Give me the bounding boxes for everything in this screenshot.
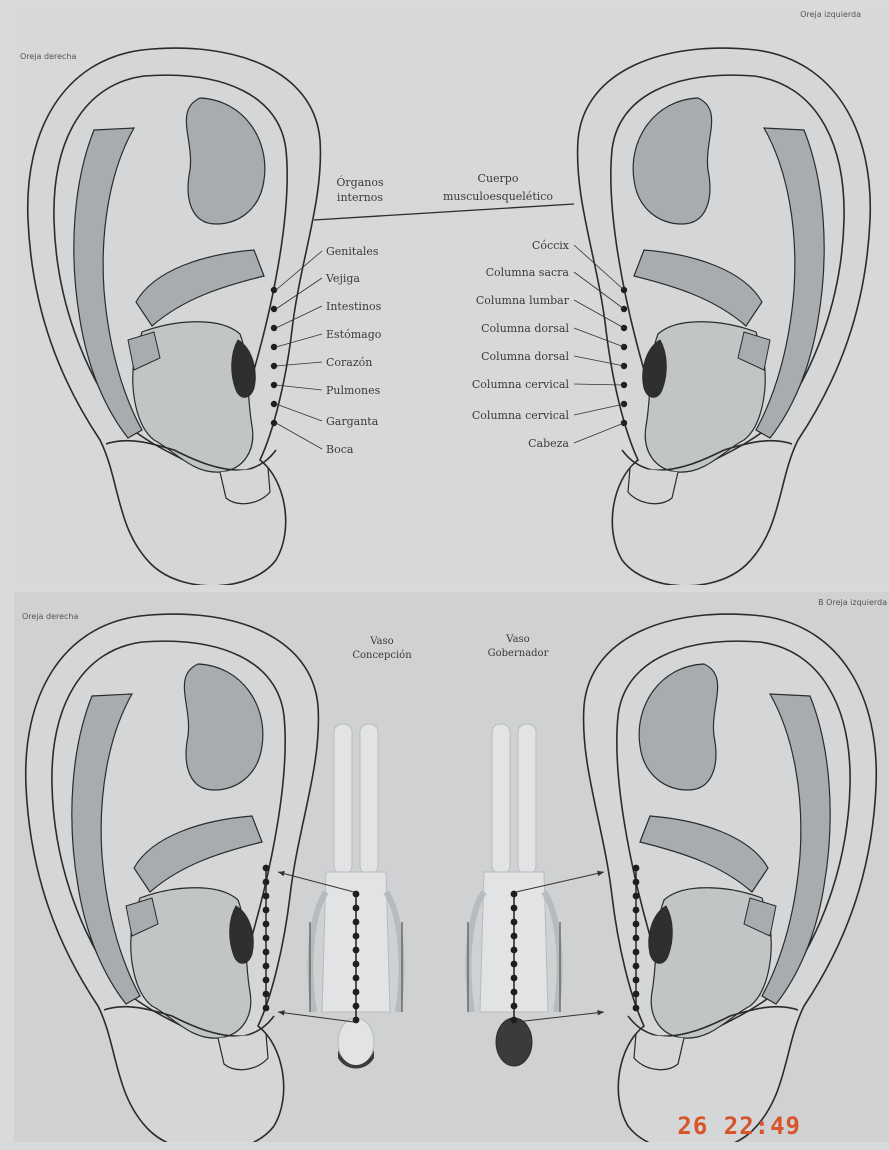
vessel-left-line2: Concepción bbox=[352, 650, 412, 661]
organ-label: Vejiga bbox=[325, 272, 360, 285]
left-ear-bottom bbox=[584, 614, 877, 1142]
timestamp-stamp: 26 22:49 bbox=[677, 1112, 801, 1140]
meridian-dot bbox=[511, 975, 518, 982]
pointer-arrowhead bbox=[278, 1010, 285, 1015]
spine-label: Columna lumbar bbox=[476, 294, 570, 307]
spine-label: Columna dorsal bbox=[481, 322, 569, 335]
meridian-dot bbox=[353, 989, 360, 996]
meridian-dot bbox=[511, 947, 518, 954]
meridian-dot bbox=[511, 961, 518, 968]
meridian-dot bbox=[353, 905, 360, 912]
meridian-dot bbox=[511, 919, 518, 926]
figure-conception bbox=[310, 724, 402, 1069]
panel-top: Oreja derecha Oreja izquierda Órganosint… bbox=[14, 10, 889, 585]
meridian-dot bbox=[353, 919, 360, 926]
left-ear-top bbox=[578, 48, 871, 585]
heading-body-line2: musculoesquelético bbox=[443, 190, 553, 203]
bottom-diagram: VasoConcepción VasoGobernador bbox=[14, 592, 889, 1142]
organ-label: Boca bbox=[326, 443, 354, 456]
spine-label: Columna sacra bbox=[486, 266, 570, 279]
vessel-right-line1: Vaso bbox=[505, 634, 529, 645]
organ-label: Corazón bbox=[326, 356, 372, 369]
figure-leg bbox=[334, 724, 352, 874]
panel-bottom: Oreja derecha B Oreja izquierda VasoConc… bbox=[14, 592, 889, 1142]
meridian-dot bbox=[353, 975, 360, 982]
pointer-arrowhead bbox=[597, 1010, 604, 1015]
organ-label: Estómago bbox=[326, 328, 382, 341]
heading-divider bbox=[314, 204, 574, 220]
figure-leg bbox=[518, 724, 536, 874]
ear-intertragic bbox=[220, 468, 270, 504]
ear-intertragic bbox=[634, 1034, 684, 1070]
pointer-line bbox=[278, 1012, 354, 1022]
pointer-arrowhead bbox=[597, 871, 604, 876]
heading-body-line1: Cuerpo bbox=[478, 172, 519, 185]
meridian-dot bbox=[353, 1003, 360, 1010]
spine-leader-line bbox=[574, 404, 624, 415]
heading-organs-line1: Órganos bbox=[336, 175, 384, 189]
heading-organs-line2: internos bbox=[337, 191, 383, 204]
spine-label: Cabeza bbox=[528, 437, 569, 450]
organ-label: Intestinos bbox=[326, 300, 382, 313]
organ-leader-line bbox=[276, 404, 322, 421]
right-ear-bottom bbox=[26, 614, 319, 1142]
pointer-line bbox=[516, 1012, 604, 1022]
vessel-left-line1: Vaso bbox=[369, 636, 393, 647]
spine-label: Columna dorsal bbox=[481, 350, 569, 363]
figure-head bbox=[496, 1018, 532, 1066]
figure-head bbox=[338, 1018, 374, 1066]
organ-label: Genitales bbox=[326, 245, 379, 258]
top-diagram: Órganos internos Cuerpo musculoesqueléticoG… bbox=[14, 10, 889, 585]
organ-label: Garganta bbox=[326, 415, 379, 428]
spine-label: Cóccix bbox=[532, 239, 570, 252]
spine-label: Columna cervical bbox=[472, 378, 570, 391]
spine-label: Columna cervical bbox=[472, 409, 570, 422]
spine-leader-line bbox=[574, 423, 624, 443]
figure-leg bbox=[360, 724, 378, 874]
meridian-dot bbox=[511, 905, 518, 912]
organ-label: Pulmones bbox=[326, 384, 381, 397]
organ-leader-line bbox=[276, 423, 322, 449]
meridian-dot bbox=[353, 961, 360, 968]
figure-governor bbox=[468, 724, 560, 1066]
ear-intertragic bbox=[628, 468, 678, 504]
meridian-dot bbox=[511, 933, 518, 940]
meridian-dot bbox=[353, 947, 360, 954]
ear-intertragic bbox=[218, 1034, 268, 1070]
figure-leg bbox=[492, 724, 510, 874]
vessel-right-line2: Gobernador bbox=[488, 648, 549, 659]
right-ear-top bbox=[28, 48, 321, 585]
meridian-dot bbox=[353, 933, 360, 940]
meridian-dot bbox=[511, 1003, 518, 1010]
meridian-dot bbox=[511, 989, 518, 996]
